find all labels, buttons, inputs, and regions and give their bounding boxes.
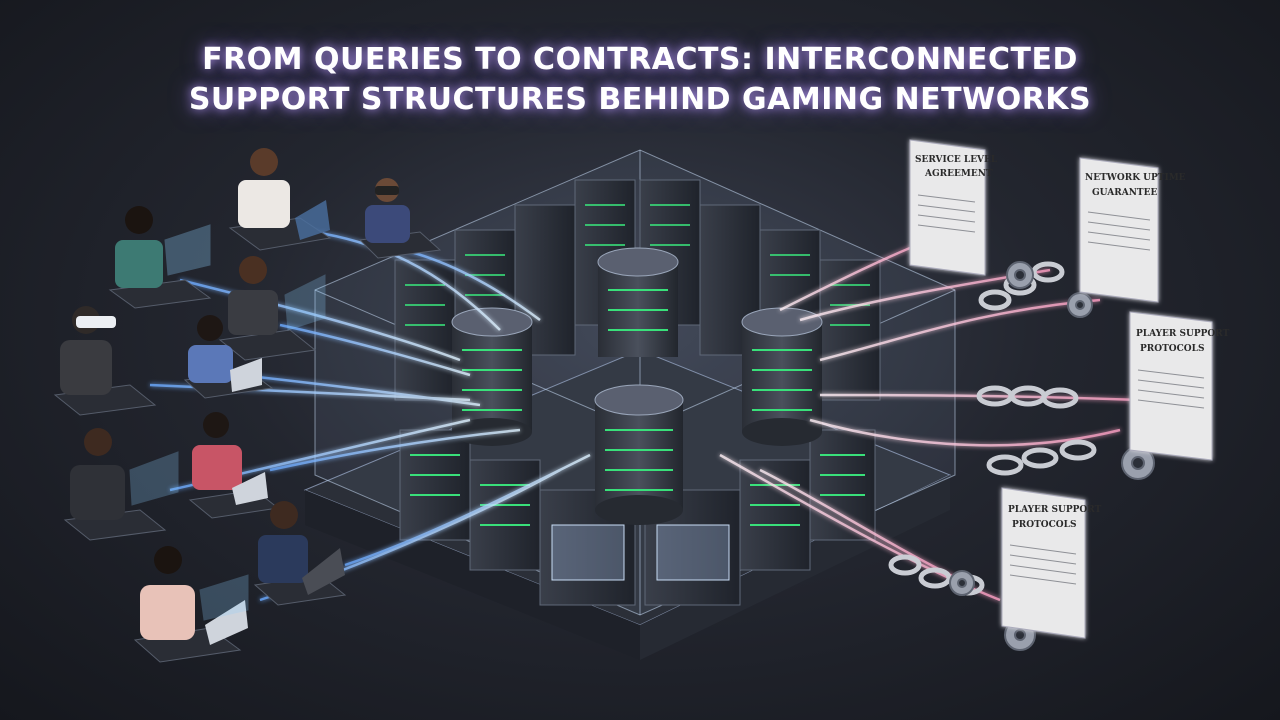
cylinder-server-center — [594, 384, 684, 525]
page-title: FROM QUERIES TO CONTRACTS: INTERCONNECTE… — [0, 40, 1280, 120]
doc4-line2: PROTOCOLS — [1012, 520, 1076, 530]
agent-desk-6 — [183, 315, 274, 399]
doc1-line1: SERVICE LEVEL — [915, 155, 998, 165]
document-service-level-agreement: SERVICE LEVEL AGREEMENT — [909, 139, 998, 276]
cylinder-server-left — [451, 307, 533, 446]
agent-desk-7 — [188, 412, 280, 519]
doc2-line1: NETWORK UPTIME — [1085, 173, 1186, 183]
document-player-support-protocols-bottom: PLAYER SUPPORT PROTOCOLS — [1001, 487, 1102, 639]
agent-desk-8 — [63, 428, 179, 541]
title-line-2: SUPPORT STRUCTURES BEHIND GAMING NETWORK… — [188, 82, 1092, 117]
cylinder-server-top — [597, 247, 679, 357]
agent-desk-5 — [53, 306, 157, 416]
document-network-uptime-guarantee: NETWORK UPTIME GUARANTEE — [1079, 157, 1186, 303]
doc3-line2: PROTOCOLS — [1140, 344, 1204, 354]
gears — [949, 261, 1155, 651]
agent-desk-1 — [228, 148, 332, 251]
cylinder-server-right — [741, 307, 823, 446]
doc2-line2: GUARANTEE — [1092, 188, 1157, 198]
agent-desk-9 — [253, 501, 347, 606]
document-player-support-protocols-right: PLAYER SUPPORT PROTOCOLS — [1129, 311, 1230, 461]
support-agents — [53, 148, 442, 663]
title-line-1: FROM QUERIES TO CONTRACTS: INTERCONNECTE… — [202, 42, 1078, 77]
doc4-line1: PLAYER SUPPORT — [1008, 505, 1102, 515]
front-rack-leds — [410, 454, 865, 526]
agent-desk-4 — [218, 256, 326, 361]
document-text-lines — [917, 194, 1205, 585]
doc1-line2: AGREEMENT — [924, 169, 993, 179]
agent-desk-2 — [358, 178, 442, 259]
front-monitors — [551, 524, 730, 581]
rack-led-strips — [405, 204, 870, 326]
agent-desk-3 — [108, 206, 212, 309]
doc3-line1: PLAYER SUPPORT — [1136, 329, 1230, 339]
agent-desk-10 — [133, 546, 249, 663]
